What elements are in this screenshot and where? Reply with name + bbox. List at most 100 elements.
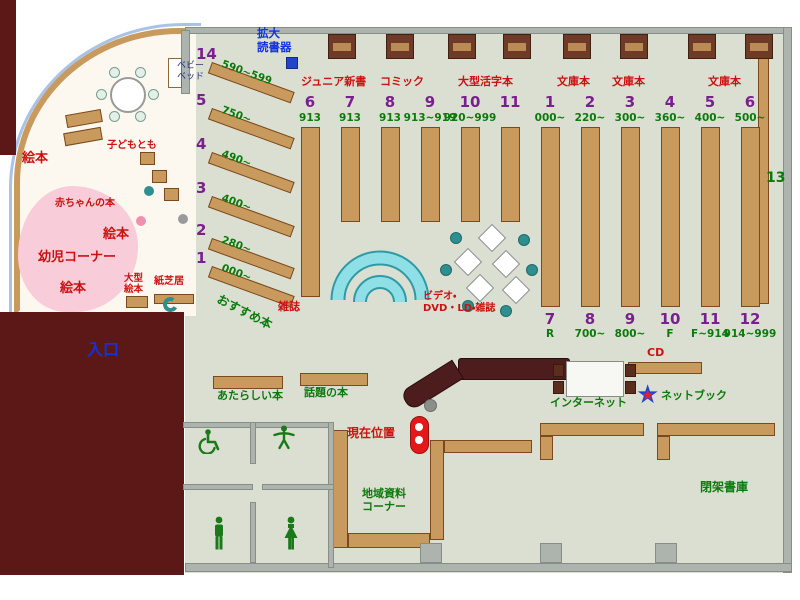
pillar-dot	[424, 399, 437, 412]
stack-shelf-leg	[540, 436, 553, 460]
shelf-number: 1	[544, 93, 556, 111]
shelf-column-left-7	[341, 127, 360, 222]
left-wall-block	[0, 0, 16, 155]
reading-table-4	[503, 34, 531, 59]
diagonal-shelf-number-2: 2	[196, 221, 207, 239]
shelf-number-8: 8	[384, 93, 396, 111]
label-heika-shoko: 閉架書庫	[700, 480, 749, 494]
label-zasshi: 雑誌	[278, 300, 300, 313]
reading-table-3	[448, 34, 476, 59]
kids-stool-pink	[136, 216, 146, 226]
magazine-rack-curved	[330, 224, 430, 304]
accessible-toilet-icon	[196, 428, 222, 455]
shelf-code: F	[666, 328, 674, 340]
shelf-number: 6	[744, 93, 756, 111]
netbook-star-icon: ★ ★	[636, 382, 668, 414]
womens-toilet-icon	[281, 516, 301, 552]
reading-table-top	[568, 43, 586, 51]
reading-table-top	[333, 43, 351, 51]
star-outer: ★	[636, 380, 660, 410]
label-comic: コミック	[380, 75, 424, 88]
new-books-shelf	[213, 376, 283, 389]
label-yoji-corner: 幼児コーナー	[38, 250, 117, 265]
shelf-number: 2	[584, 93, 596, 111]
internet-chair	[625, 381, 636, 394]
label-ehon-2: 絵本	[103, 227, 130, 242]
pillar-dot	[178, 214, 188, 224]
shelf-number-7: 7	[344, 93, 356, 111]
reading-table-top	[750, 43, 768, 51]
local-materials-shelf-right	[430, 440, 444, 540]
shelf-code: F~914	[691, 328, 729, 340]
label-shelf-13: 13	[766, 170, 786, 186]
shelf-column-right-3	[621, 127, 640, 307]
toilet-wall	[250, 422, 256, 464]
kids-stool-teal	[144, 186, 154, 196]
diagonal-shelf-number-1: 1	[196, 249, 207, 267]
shelf-code: R	[545, 328, 555, 340]
mens-toilet-icon	[210, 516, 228, 552]
stool	[462, 300, 474, 312]
kids-chair	[109, 111, 120, 122]
label-wadai: 話題の本	[304, 386, 348, 399]
shelf-number-6: 6	[304, 93, 316, 111]
label-large-print: 大型活字本	[458, 75, 513, 88]
entrance-block	[0, 312, 184, 575]
shelf-column-right-2	[581, 127, 600, 307]
kids-chair	[135, 67, 146, 78]
kids-chair	[148, 89, 159, 100]
shelf-column-left-6	[301, 127, 320, 297]
baby-bed	[168, 58, 182, 88]
diagonal-shelf-number-5: 5	[196, 91, 207, 109]
shelf-column-left-10	[461, 127, 480, 222]
toilet-wall	[250, 502, 256, 563]
shelf-code: 913	[379, 112, 401, 124]
label-kodomo-tomo: 子どもとも	[107, 140, 157, 151]
reading-table-top	[391, 43, 409, 51]
reading-table-top	[508, 43, 526, 51]
kamishibai-shelf	[154, 294, 194, 304]
topic-books-shelf	[300, 373, 368, 386]
reading-table-top	[453, 43, 471, 51]
label-bunko-3: 文庫本	[708, 75, 741, 88]
label-ehon-3: 絵本	[60, 281, 87, 296]
star-inner: ★	[641, 386, 655, 404]
pillar	[420, 543, 442, 563]
stack-shelf	[657, 423, 775, 436]
large-picture-book-shelf	[126, 296, 148, 308]
toilet-wall	[262, 484, 334, 490]
diagonal-shelf-number-3: 3	[196, 179, 207, 197]
shelf-column-left-9	[421, 127, 440, 222]
label-kamishibai: 紙芝居	[154, 276, 184, 287]
reading-table-7	[688, 34, 716, 59]
label-video-dvd: ビデオ・DVD・LD・雑誌	[423, 291, 496, 314]
label-baby-bed: ベビーベッド	[177, 61, 205, 82]
shelf-number: 11	[699, 310, 721, 328]
shelf-code: 220~	[574, 112, 606, 124]
shelf-number-10: 10	[459, 93, 481, 111]
shelf-column-right-5	[701, 127, 720, 307]
kids-chair	[109, 67, 120, 78]
toddler-pink-zone	[18, 186, 138, 312]
label-bunko-1: 文庫本	[557, 75, 590, 88]
internet-chair	[625, 364, 636, 377]
shelf-column-right-6	[741, 127, 760, 307]
stack-shelf	[540, 423, 644, 436]
diagonal-shelf-number-4: 4	[196, 135, 207, 153]
label-netbook: ネットブック	[661, 389, 727, 402]
label-akachan: 赤ちゃんの本	[55, 198, 115, 209]
shelf-number: 7	[544, 310, 556, 328]
shelf-column-left-8	[381, 127, 400, 222]
shelf-code: 300~	[614, 112, 646, 124]
label-entrance: 入口	[87, 340, 120, 359]
internet-table	[566, 361, 624, 397]
reading-table-1	[328, 34, 356, 59]
shelf-number: 3	[624, 93, 636, 111]
local-materials-shelf-top	[444, 440, 532, 453]
shelf-column-left-11	[501, 127, 520, 222]
pillar	[655, 543, 677, 563]
reading-table-2	[386, 34, 414, 59]
internet-chair	[553, 381, 564, 394]
internet-chair	[553, 364, 564, 377]
